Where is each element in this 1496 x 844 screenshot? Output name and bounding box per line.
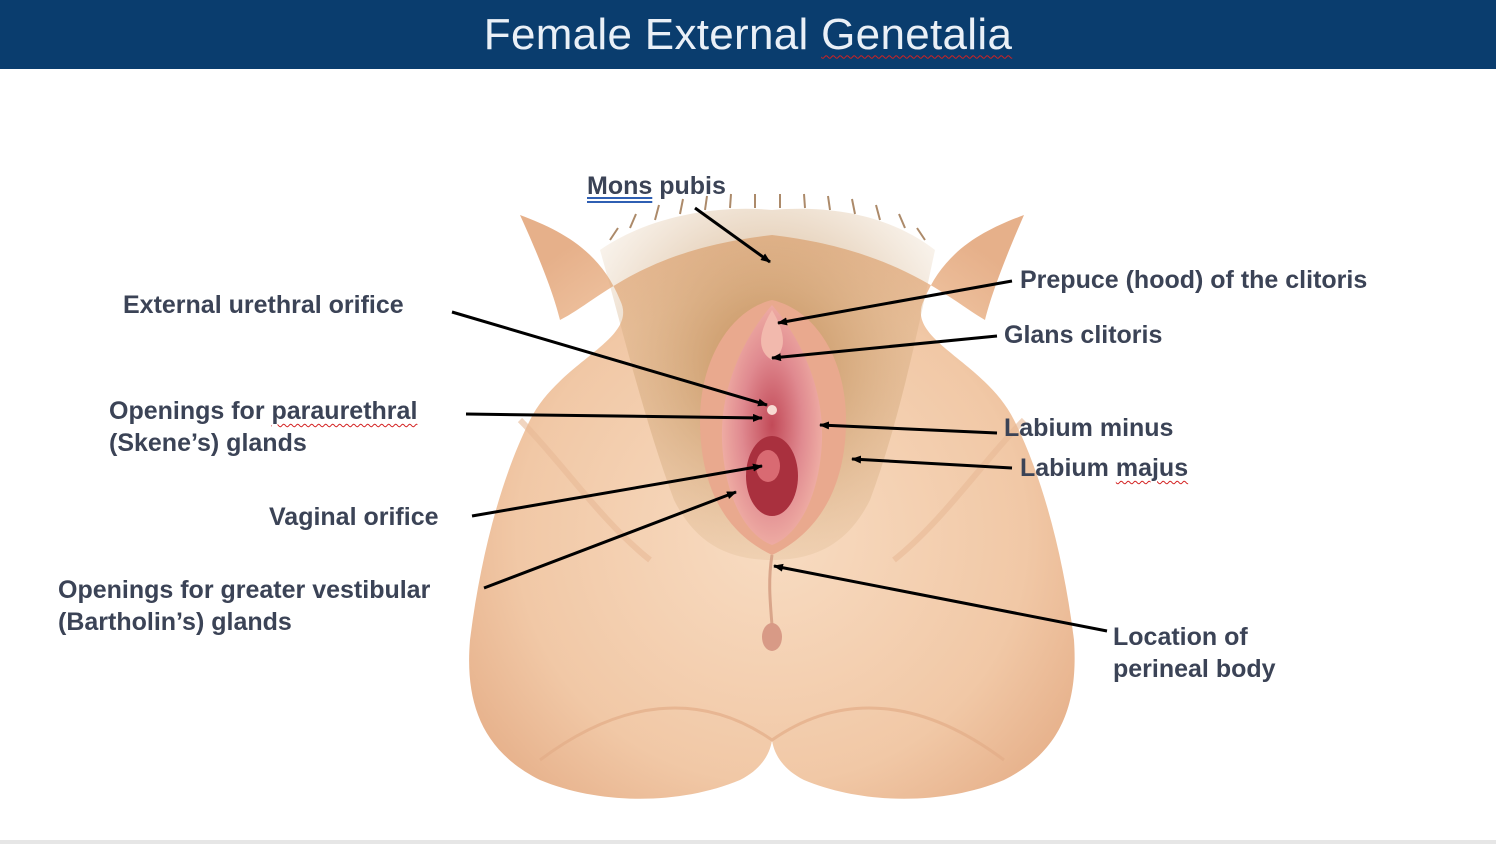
arrow-prepuce [777, 279, 1013, 326]
arrow-greater-vestibular [483, 490, 737, 590]
label-mons-pubis-part1: Mons [587, 172, 653, 200]
perineum [762, 554, 782, 651]
arrow-glans [771, 334, 998, 362]
label-perineal-body: Location of perineal body [1113, 621, 1276, 685]
vestibule [721, 305, 823, 545]
label-perineal-body-line1: Location of [1113, 623, 1248, 651]
label-paraurethral-line2: (Skene’s) glands [109, 429, 307, 457]
slide-title: Female External Genetalia [484, 10, 1012, 60]
label-greater-vestibular-line2: (Bartholin’s) glands [58, 608, 292, 636]
arrow-mons-pubis [694, 206, 771, 264]
arrow-labium-minus [819, 421, 998, 435]
label-labium-minus: Labium minus [1004, 414, 1174, 442]
slide-title-part1: Female External [483, 9, 822, 59]
label-vaginal-orifice: Vaginal orifice [269, 503, 439, 531]
title-bar: Female External Genetalia [0, 0, 1496, 69]
label-labium-majus-part1: Labium [1020, 454, 1116, 482]
label-mons-pubis: Mons pubis [587, 170, 726, 202]
leader-lines [451, 206, 1108, 633]
arrow-perineal-body [773, 563, 1108, 633]
label-perineal-body-line2: perineal body [1113, 655, 1276, 683]
arrow-vaginal-orifice [471, 463, 763, 518]
arrow-labium-majus [851, 455, 1013, 470]
slide-title-part2: Genetalia [821, 9, 1013, 59]
slide-bottom-edge [0, 840, 1496, 844]
label-mons-pubis-part2: pubis [652, 172, 726, 200]
label-greater-vestibular-glands: Openings for greater vestibular (Barthol… [58, 574, 430, 638]
label-paraurethral-glands: Openings for paraurethral (Skene’s) glan… [109, 395, 417, 459]
label-external-urethral-orifice: External urethral orifice [123, 291, 404, 319]
label-paraurethral-line1a: Openings for [109, 397, 272, 425]
label-labium-majus: Labium majus [1020, 452, 1188, 484]
label-paraurethral-line1: Openings for paraurethral [109, 395, 417, 427]
label-greater-vestibular-line1: Openings for greater vestibular [58, 576, 431, 604]
arrow-paraurethral [465, 412, 763, 422]
arrow-urethral-orifice [451, 310, 768, 407]
label-glans-clitoris: Glans clitoris [1004, 321, 1163, 349]
label-labium-majus-part2: majus [1115, 454, 1189, 482]
label-prepuce: Prepuce (hood) of the clitoris [1020, 266, 1368, 294]
label-paraurethral-line1b: paraurethral [271, 397, 418, 425]
